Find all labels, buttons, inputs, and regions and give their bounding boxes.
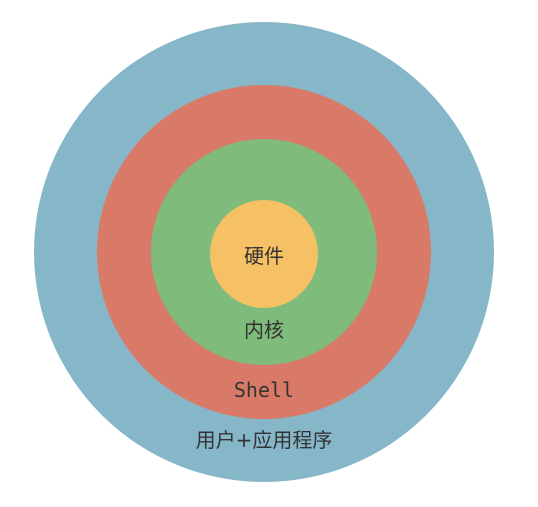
user-application-label: 用户+应用程序 [196, 428, 333, 452]
kernel-label: 内核 [244, 318, 284, 342]
shell-label: Shell [234, 378, 294, 402]
hardware-layer-circle [210, 200, 318, 308]
hardware-label: 硬件 [244, 244, 284, 268]
